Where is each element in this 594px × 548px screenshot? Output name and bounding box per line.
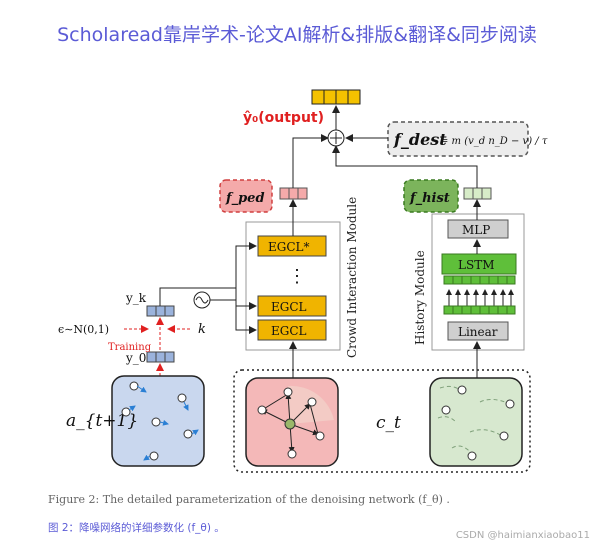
egcl-block-2 bbox=[257, 319, 327, 341]
linear-block bbox=[447, 321, 509, 341]
yk-vector bbox=[146, 305, 175, 317]
egcl-star-label: EGCL* bbox=[268, 240, 310, 254]
yk-to-egcl-star-line bbox=[235, 242, 257, 306]
a-label: a_{t+1} bbox=[66, 411, 138, 431]
watermark: CSDN @haimianxiaobao11 bbox=[455, 530, 590, 541]
k-label: k bbox=[198, 322, 206, 337]
y0-vector bbox=[146, 351, 175, 363]
f-hist-box bbox=[403, 179, 459, 213]
f-dest-label: f_dest bbox=[393, 130, 447, 149]
f-dest-formula: = m (v_d n_D − v) / τ bbox=[440, 136, 548, 147]
mlp-label: MLP bbox=[462, 223, 490, 237]
panel-a-nodes bbox=[121, 381, 199, 461]
egcl-block-1 bbox=[257, 295, 327, 317]
f-ped-box bbox=[219, 179, 273, 213]
y0-label: y_0 bbox=[125, 351, 146, 365]
f-ped-label: f_ped bbox=[225, 191, 265, 206]
figure-caption-zh: 图 2：降噪网络的详细参数化 (f_θ) 。 bbox=[48, 522, 225, 534]
egcl-label-2: EGCL bbox=[271, 324, 307, 338]
sine-icon bbox=[193, 291, 211, 309]
lstm-cells bbox=[443, 275, 516, 285]
panel-history-nodes bbox=[441, 385, 515, 461]
c-label: c_t bbox=[376, 413, 401, 433]
f-hist-label: f_hist bbox=[409, 191, 450, 206]
lstm-block bbox=[441, 253, 517, 275]
linear-label: Linear bbox=[458, 325, 498, 339]
lstm-label: LSTM bbox=[458, 258, 494, 272]
egcl-dots: ⋮ bbox=[288, 266, 306, 287]
lstm-input-cells bbox=[443, 305, 516, 315]
output-vector bbox=[311, 89, 361, 105]
panel-history-trails bbox=[437, 385, 511, 455]
context-dashed-box bbox=[233, 369, 531, 473]
panel-crowd-nodes bbox=[257, 387, 325, 459]
egcl-label-1: EGCL bbox=[271, 300, 307, 314]
figure-caption-en: Figure 2: The detailed parameterization … bbox=[48, 493, 450, 506]
page-header: Scholaread靠岸学术-论文AI解析&排版&翻译&同步阅读 bbox=[57, 24, 537, 46]
history-module-label: History Module bbox=[413, 250, 427, 345]
hist-vector bbox=[463, 187, 492, 200]
sum-node bbox=[327, 129, 345, 147]
f-dest-box bbox=[387, 121, 529, 157]
panel-history bbox=[429, 377, 523, 467]
hist-to-sum-line bbox=[332, 145, 478, 188]
ped-to-sum-line bbox=[292, 134, 329, 188]
mlp-block bbox=[447, 219, 509, 239]
yk-label: y_k bbox=[125, 291, 147, 305]
noise-label: ϵ∼N(0,1) bbox=[58, 323, 109, 336]
training-label: Training bbox=[108, 342, 152, 353]
output-label: ŷ₀(output) bbox=[243, 110, 324, 126]
crowd-module-label: Crowd Interaction Module bbox=[345, 197, 359, 358]
egcl-star-block bbox=[257, 235, 327, 257]
ped-vector bbox=[279, 187, 308, 200]
lstm-input-arrows bbox=[446, 289, 514, 306]
